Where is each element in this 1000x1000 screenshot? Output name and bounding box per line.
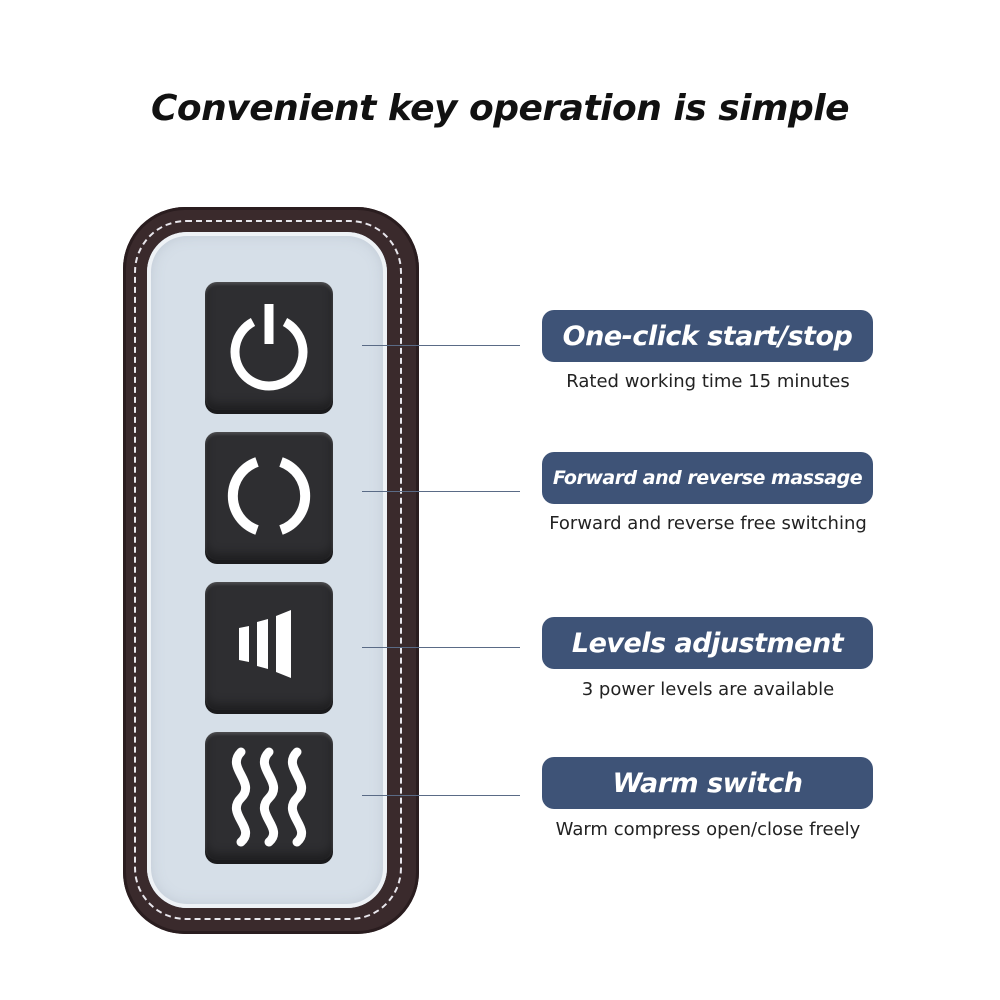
leader-line — [362, 345, 520, 346]
warm-switch-button[interactable] — [205, 732, 333, 860]
levels-button[interactable] — [205, 582, 333, 710]
power-button[interactable] — [205, 282, 333, 410]
feature-description-warm-switch: Warm compress open/close freely — [555, 819, 861, 840]
feature-description-forward-reverse: Forward and reverse free switching — [549, 513, 867, 534]
remote-stitching — [134, 220, 402, 920]
leader-line — [362, 491, 520, 492]
feature-description-levels: 3 power levels are available — [581, 679, 835, 700]
page-title: Convenient key operation is simple — [150, 88, 850, 129]
heat-waves-icon — [231, 747, 307, 847]
feature-label-forward-reverse: Forward and reverse massage — [542, 452, 873, 504]
feature-label-levels: Levels adjustment — [542, 617, 873, 669]
rotate-cycle-icon — [227, 457, 311, 535]
feature-description-start-stop: Rated working time 15 minutes — [566, 371, 850, 392]
leader-line — [362, 647, 520, 648]
power-icon — [230, 304, 308, 391]
level-bars-icon — [239, 610, 291, 678]
feature-label-start-stop: One-click start/stop — [542, 310, 873, 362]
forward-reverse-button[interactable] — [205, 432, 333, 560]
leader-line — [362, 795, 520, 796]
feature-label-warm-switch: Warm switch — [542, 757, 873, 809]
